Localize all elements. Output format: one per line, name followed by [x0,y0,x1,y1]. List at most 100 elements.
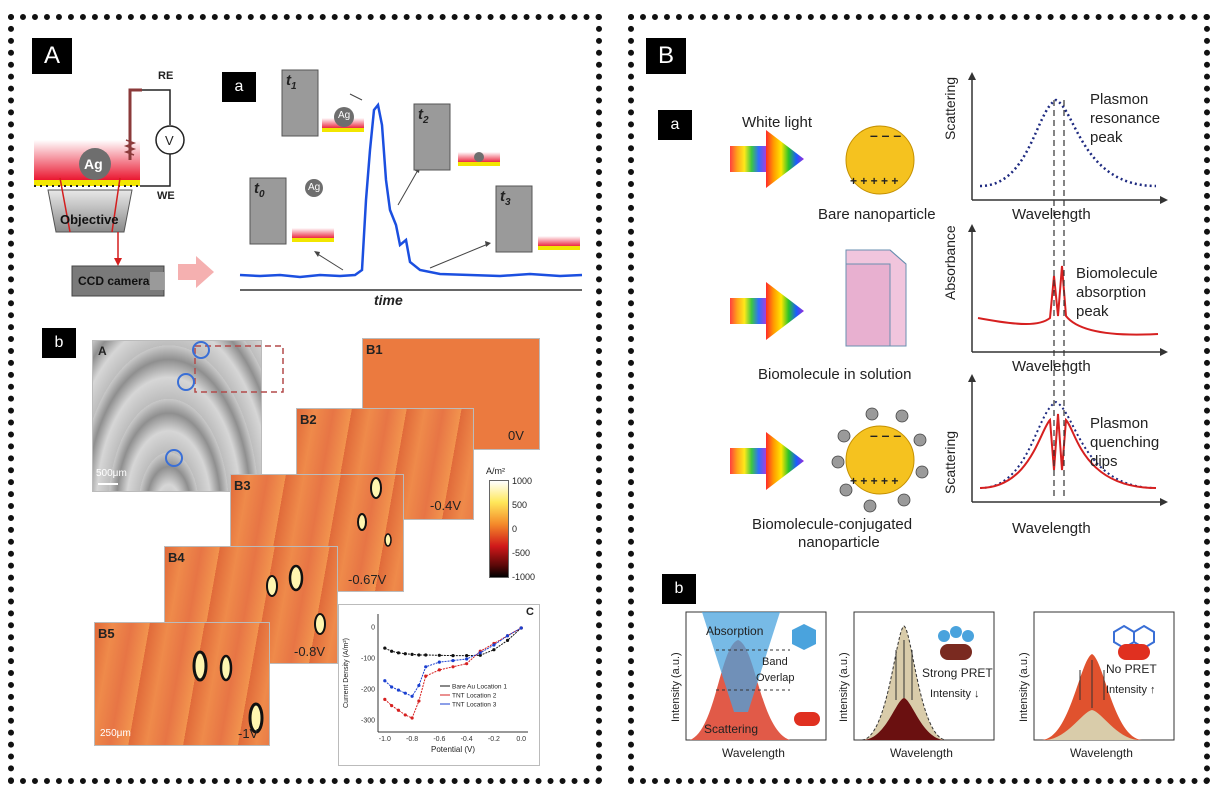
time-axis-label: time [374,292,403,308]
bb-ylabel-3: Intensity (a.u.) [1018,652,1030,722]
series-point-1 [403,713,407,717]
panel-a-sub-b-label: b [42,328,76,358]
series-point-2 [410,694,414,698]
series-point-1 [424,674,428,678]
row3-ylabel: Scattering [942,430,958,494]
map-b5-label: B5 [98,626,115,641]
time-label-t3: t3 [500,188,511,208]
series-point-2 [437,660,441,664]
map-b1-label: B1 [366,342,383,357]
chart-c-frame [338,604,540,766]
row1-xlabel: Wavelength [1012,206,1091,223]
scale-500: 500μm [96,468,127,479]
panel-b-label: B [646,38,686,74]
series-point-2 [451,658,455,663]
time-label-t2: t2 [418,106,429,126]
series-point-2 [492,643,496,647]
chart-c-xtick: -0.8 [406,736,418,743]
map-b2-potential: -0.4V [430,498,462,513]
chart-c-label: C [526,606,534,618]
series-point-2 [478,651,482,655]
colorbar-tick-1: 500 [512,500,528,510]
bb-ylabel-1: Intensity (a.u.) [670,652,682,722]
series-point-0 [437,653,441,657]
re-label: RE [158,70,174,82]
chart-c-ylabel: Current Density (A/m²) [343,638,350,708]
series-point-1 [396,708,401,712]
chart-c-xtick: -0.6 [433,736,445,743]
series-point-0 [383,646,387,650]
arrow-up-icon: ↑ [1150,684,1156,696]
scale-250: 250μm [100,728,131,739]
row3-caption-1: Biomolecule-conjugated [752,516,913,533]
chart-c-xtick: -1.0 [379,736,391,743]
series-point-0 [390,649,394,653]
series-point-2 [383,679,387,683]
absorption-label: Absorption [706,624,764,638]
map-b3-potential: -0.67V [348,572,387,587]
row3-caption-2: nanoparticle [798,534,880,551]
band-overlap-2: Overlap [756,672,795,684]
series-point-1 [437,668,441,672]
no-pret-label: No PRET [1106,662,1157,676]
row2-caption: Biomolecule in solution [758,366,912,383]
chart-c-xtick: -0.2 [488,736,500,743]
series-point-0 [465,654,469,658]
row2-xlabel: Wavelength [1012,358,1091,375]
minus-charges-1: – – – [870,127,902,143]
intensity-up-label: Intensity ↑ [1106,684,1156,696]
row3-xlabel: Wavelength [1012,520,1091,537]
map-b4-label: B4 [168,550,185,565]
map-b4-potential: -0.8V [294,644,326,659]
map-b1-potential: 0V [508,428,524,443]
bb-xlabel-3: Wavelength [1070,746,1133,760]
series-point-2 [424,665,428,669]
sem-inset-image [92,340,262,492]
series-point-0 [478,653,482,657]
chart-c-xlabel: Potential (V) [431,745,475,754]
legend-entry-2: TNT Location 3 [452,702,497,709]
series-point-2 [465,657,469,661]
series-point-1 [410,716,414,720]
bb-xlabel-2: Wavelength [890,746,953,760]
chart-c-ytick: -200 [361,687,375,694]
chart-c-ytick: -100 [361,655,375,662]
series-point-2 [403,691,407,695]
ag-small-label-1: Ag [338,110,351,121]
plus-charges-3: + + + + + [850,474,899,488]
series-point-0 [417,653,421,657]
minus-charges-3: – – – [870,427,902,443]
ccd-camera-label: CCD camera [78,274,150,288]
sem-inset-label: A [98,344,107,358]
colorbar-tick-4: -1000 [512,572,536,582]
series-point-0 [505,638,510,642]
row1-caption: Bare nanoparticle [818,206,936,223]
time-label-t0: t0 [254,180,265,200]
band-overlap-1: Band [762,656,788,668]
series-point-2 [417,683,421,688]
chart-c-ytick: -300 [361,718,375,725]
colorbar-unit: A/m² [486,466,505,476]
series-point-1 [451,665,455,669]
map-b5-potential: -1V [238,726,259,741]
arrow-down-icon: ↓ [974,688,980,700]
series-point-1 [383,697,387,701]
intensity-down-label: Intensity ↓ [930,688,980,700]
series-point-2 [390,685,394,689]
colorbar-tick-3: -500 [512,548,531,558]
panel-a [8,14,602,784]
row2-ylabel: Absorbance [942,225,958,300]
legend-entry-1: TNT Location 2 [452,693,497,700]
panel-a-label: A [32,38,72,74]
time-label-t1: t1 [286,72,297,92]
bb-ylabel-2: Intensity (a.u.) [838,652,850,722]
colorbar [489,480,509,578]
map-b3-label: B3 [234,478,251,493]
objective-label: Objective [60,212,119,227]
